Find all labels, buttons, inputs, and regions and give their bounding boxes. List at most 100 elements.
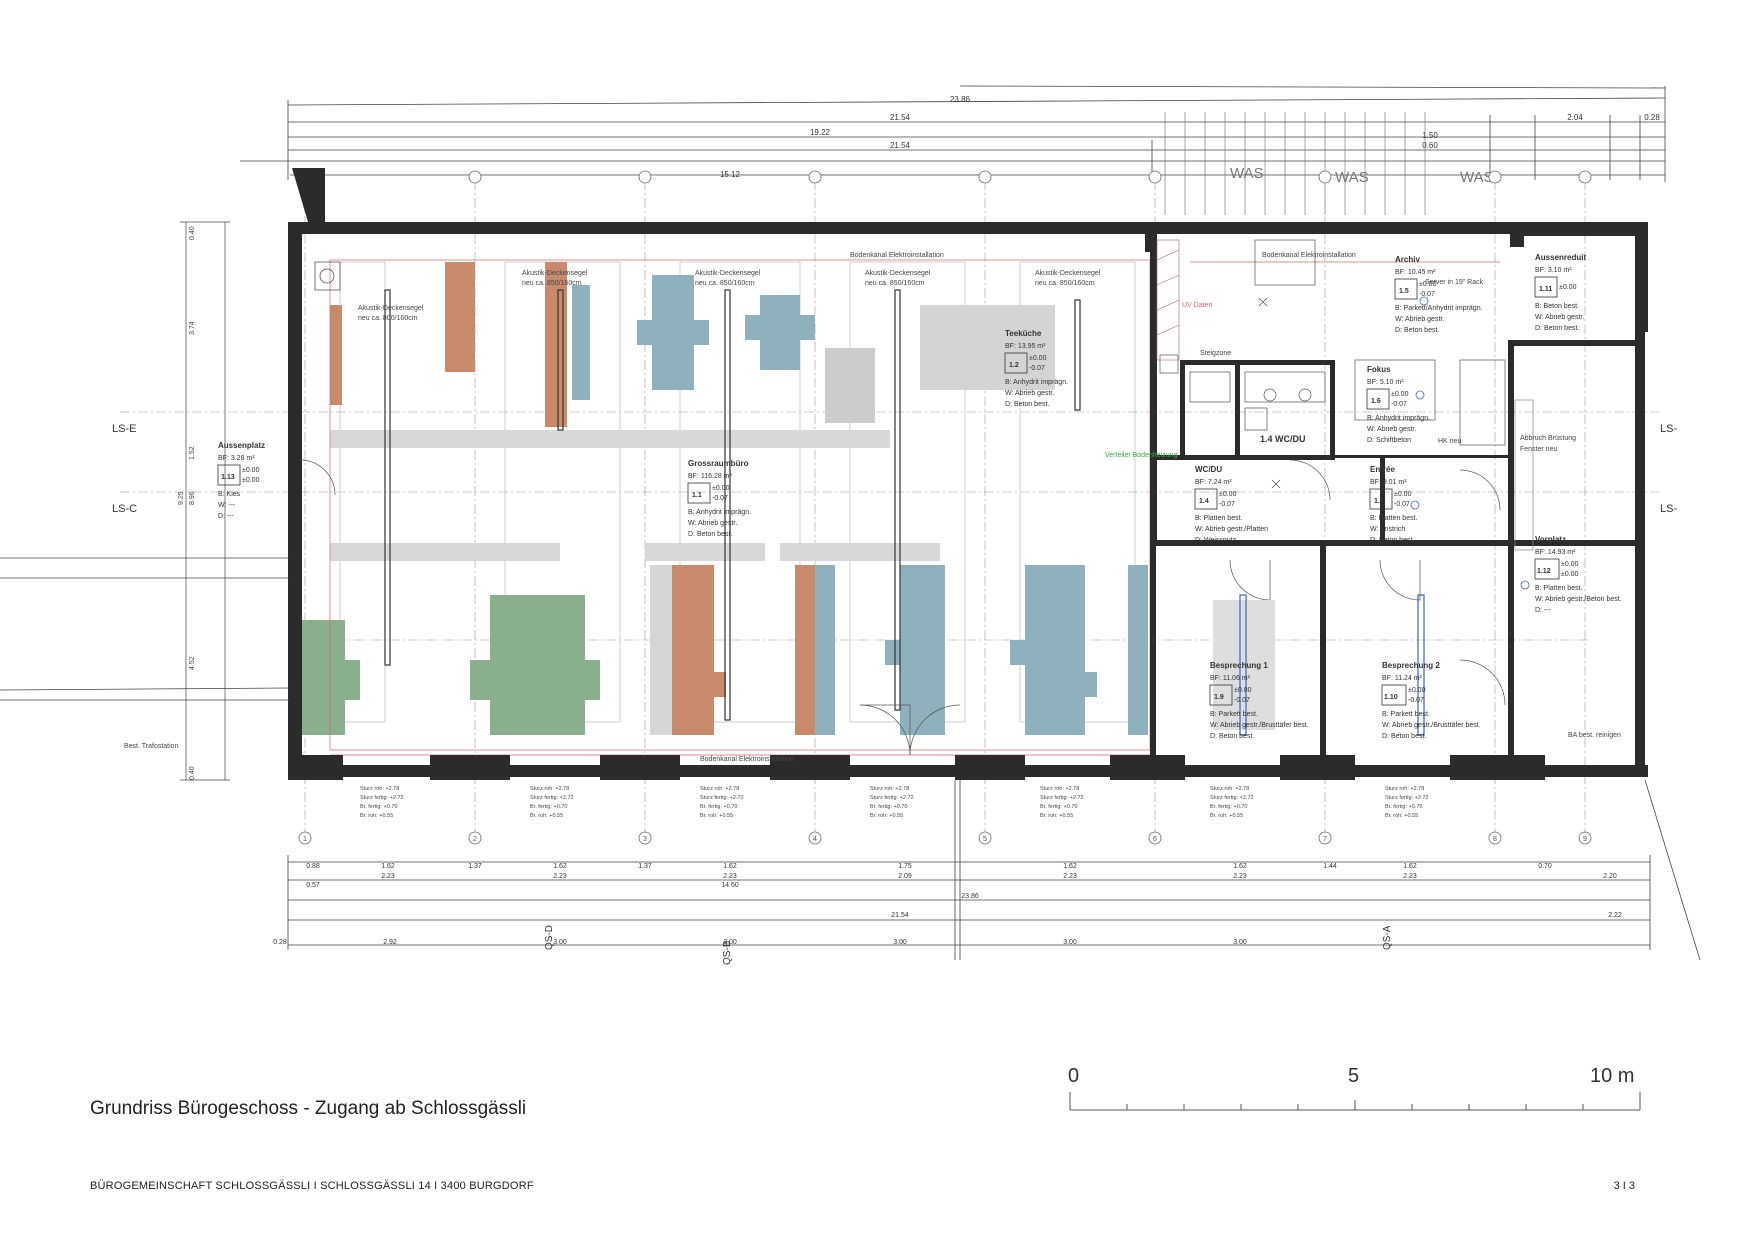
svg-text:0.40: 0.40 — [189, 766, 196, 780]
svg-text:Besprechung 2: Besprechung 2 — [1382, 661, 1440, 670]
dim-sub-1: 1.50 — [1422, 131, 1438, 140]
svg-text:2.22: 2.22 — [1608, 912, 1622, 919]
svg-text:1.12: 1.12 — [1537, 568, 1551, 575]
note-fenster: Fenster neu — [1520, 446, 1557, 453]
note-akustik-2c: Akustik-Deckensegel — [865, 270, 931, 277]
svg-text:BF: 3.28 m²: BF: 3.28 m² — [218, 455, 255, 462]
svg-text:D: ---: D: --- — [1535, 607, 1552, 614]
svg-text:W: Abrieb gestr./Platten: W: Abrieb gestr./Platten — [1195, 526, 1268, 533]
svg-text:Sturz roh: +2.78: Sturz roh: +2.78 — [1040, 786, 1079, 792]
svg-text:Br. roh: +0.55: Br. roh: +0.55 — [1385, 813, 1418, 819]
svg-text:W: Abrieb gestr.: W: Abrieb gestr. — [1395, 316, 1444, 323]
svg-text:Sturz fertig: +2.72: Sturz fertig: +2.72 — [1210, 795, 1254, 801]
desks-orange — [330, 262, 815, 735]
svg-text:W: Abrieb gestr./Beton best.: W: Abrieb gestr./Beton best. — [1535, 596, 1622, 603]
note-uv: UV Daten — [1182, 302, 1212, 309]
svg-text:1.37: 1.37 — [468, 863, 482, 870]
svg-text:Teeküche: Teeküche — [1005, 329, 1042, 338]
svg-text:B: Anhydrit imprägn.: B: Anhydrit imprägn. — [688, 509, 751, 516]
svg-text:1.4: 1.4 — [1199, 498, 1209, 505]
svg-text:BF: 11.06 m²: BF: 11.06 m² — [1210, 675, 1251, 682]
section-qs-d: QS-D — [544, 925, 555, 950]
scale-label-0: 0 — [1068, 1065, 1079, 1087]
room-label-fokus: Fokus BF: 5.10 m² 1.6 ±0.00 -0.07 B: Anh… — [1366, 365, 1430, 444]
svg-text:B: Platten best.: B: Platten best. — [1535, 585, 1583, 592]
svg-text:D: Beton best.: D: Beton best. — [1382, 733, 1426, 740]
svg-text:±0.00: ±0.00 — [1029, 355, 1047, 362]
svg-text:W: Abrieb gestr.: W: Abrieb gestr. — [688, 520, 737, 527]
svg-text:1.62: 1.62 — [1063, 863, 1077, 870]
axis-label-2: 2 — [473, 836, 477, 843]
svg-text:D: Beton best.: D: Beton best. — [1005, 401, 1049, 408]
svg-text:B: Platten best.: B: Platten best. — [1370, 515, 1418, 522]
svg-text:1.7: 1.7 — [1374, 498, 1384, 505]
meeting-tables — [1213, 399, 1534, 736]
note-verteiler: Verteiler Bodenheizung — [1105, 452, 1177, 459]
svg-text:3.00: 3.00 — [1233, 939, 1247, 946]
note-akustik-sub-2b: neu ca. 850/160cm — [695, 280, 755, 287]
svg-text:Br. fertig: +0.70: Br. fertig: +0.70 — [530, 804, 567, 810]
trafo-note: Best. Trafostation — [124, 743, 179, 750]
svg-text:Besprechung 1: Besprechung 1 — [1210, 661, 1268, 670]
scale-label-5: 5 — [1348, 1065, 1359, 1087]
plan-notes: Akustik-Deckensegel neu ca. 800/160cm Ak… — [358, 252, 1621, 763]
svg-text:±0.00: ±0.00 — [1559, 284, 1577, 291]
svg-text:Sturz roh: +2.78: Sturz roh: +2.78 — [530, 786, 569, 792]
svg-text:BF: 5.10 m²: BF: 5.10 m² — [1367, 379, 1404, 386]
svg-text:1.13: 1.13 — [221, 474, 235, 481]
svg-text:2.23: 2.23 — [1403, 873, 1417, 880]
svg-text:2.23: 2.23 — [723, 873, 737, 880]
svg-text:0.57: 0.57 — [306, 882, 320, 889]
svg-text:BF: 3.10 m²: BF: 3.10 m² — [1535, 267, 1572, 274]
svg-text:Sturz roh: +2.78: Sturz roh: +2.78 — [1385, 786, 1424, 792]
svg-text:23.86: 23.86 — [961, 893, 979, 900]
svg-text:1.75: 1.75 — [898, 863, 912, 870]
svg-text:±0.00: ±0.00 — [1561, 561, 1579, 568]
svg-text:±0.00: ±0.00 — [1394, 491, 1412, 498]
svg-text:B: Anhydrit imprägn.: B: Anhydrit imprägn. — [1367, 415, 1430, 422]
svg-text:Archiv: Archiv — [1395, 255, 1420, 264]
svg-text:-0.07: -0.07 — [1408, 697, 1424, 704]
svg-text:Br. roh: +0.55: Br. roh: +0.55 — [530, 813, 563, 819]
svg-text:1.5: 1.5 — [1399, 288, 1409, 295]
room-label-aussenplatz: Aussenplatz BF: 3.28 m² 1.13 ±0.00 ±0.00… — [217, 441, 265, 520]
dim-sub-3: 2.04 — [1567, 113, 1583, 122]
svg-text:Vorplatz: Vorplatz — [1535, 535, 1566, 544]
svg-text:Aussenreduit: Aussenreduit — [1535, 253, 1586, 262]
section-qs-a: QS-A — [1382, 925, 1393, 950]
left-exterior — [0, 221, 341, 781]
svg-text:Sturz fertig: +2.72: Sturz fertig: +2.72 — [530, 795, 574, 801]
svg-text:3.00: 3.00 — [1063, 939, 1077, 946]
desks-blue — [572, 275, 1148, 735]
svg-text:BF: 14.93 m²: BF: 14.93 m² — [1535, 549, 1576, 556]
steigzone-hatch — [1156, 239, 1180, 361]
svg-text:W: Anstrich: W: Anstrich — [1370, 526, 1405, 533]
svg-text:D: Schiftbeton: D: Schiftbeton — [1367, 437, 1411, 444]
svg-text:Sturz roh: +2.78: Sturz roh: +2.78 — [700, 786, 739, 792]
svg-text:1.37: 1.37 — [638, 863, 652, 870]
svg-text:Br. roh: +0.55: Br. roh: +0.55 — [360, 813, 393, 819]
svg-text:0.70: 0.70 — [1538, 863, 1552, 870]
dim-sub-4: 0.28 — [1644, 113, 1660, 122]
svg-text:3.00: 3.00 — [893, 939, 907, 946]
svg-text:-0.07: -0.07 — [1391, 401, 1407, 408]
section-ls-e: LS-E — [112, 423, 136, 435]
svg-text:D: Beton best.: D: Beton best. — [1370, 537, 1414, 544]
axis-label-3: 3 — [643, 836, 647, 843]
dim-overall-top: 23.86 — [950, 95, 971, 104]
svg-text:3.00: 3.00 — [723, 939, 737, 946]
dim-partial-top: 19.22 — [810, 128, 831, 137]
svg-text:Br. roh: +0.55: Br. roh: +0.55 — [1210, 813, 1243, 819]
axis-label-4: 4 — [813, 836, 817, 843]
note-akustik-sub-2d: neu ca. 850/160cm — [1035, 280, 1095, 287]
exterior-stair-hatch — [1164, 112, 1426, 215]
svg-text:2.09: 2.09 — [898, 873, 912, 880]
svg-text:1.62: 1.62 — [381, 863, 395, 870]
svg-text:9.25: 9.25 — [178, 491, 185, 505]
svg-text:Sturz fertig: +2.72: Sturz fertig: +2.72 — [870, 795, 914, 801]
svg-text:B: Kies: B: Kies — [218, 491, 241, 498]
svg-text:2.23: 2.23 — [1233, 873, 1247, 880]
note-abbruch: Abbruch Brüstung — [1520, 435, 1576, 442]
svg-text:Br. fertig: +0.70: Br. fertig: +0.70 — [1040, 804, 1077, 810]
